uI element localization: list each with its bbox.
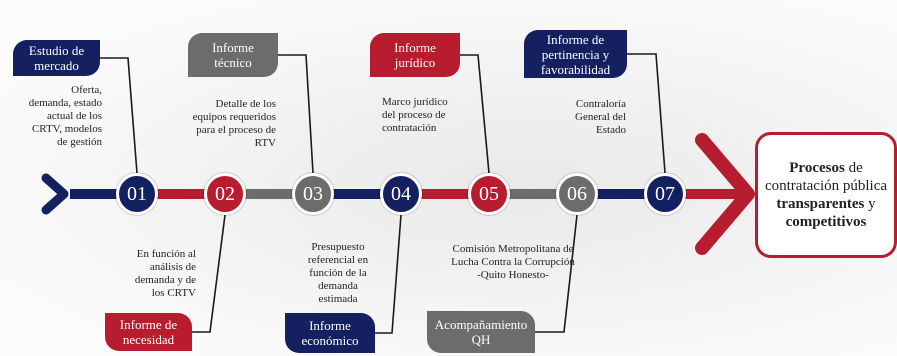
step-05-description: Marco jurídico del proceso de contrataci…	[382, 96, 448, 134]
step-04-label: Informe económico	[285, 313, 375, 353]
step-05-node: 05	[468, 173, 510, 215]
connector-06	[535, 214, 578, 333]
step-07-description: Contraloría General del Estado	[575, 98, 626, 136]
step-06-description: Comisión Metropolitana de Lucha Contra l…	[451, 243, 575, 281]
step-03-description: Detalle de los equipos requeridos para e…	[192, 98, 276, 149]
step-01-node: 01	[116, 173, 158, 215]
connector-04	[375, 214, 402, 334]
step-02-node: 02	[204, 173, 246, 215]
step-02-description: En función al análisis de demanda y de l…	[134, 248, 196, 299]
step-05-label: Informe jurídico	[370, 33, 460, 77]
final-text-1: de contratación pública	[764, 160, 888, 194]
end-arrow-icon	[695, 133, 755, 255]
final-bold-1: Procesos	[789, 160, 845, 176]
connector-02	[192, 214, 226, 333]
step-06-node: 06	[556, 173, 598, 215]
connector-05	[460, 54, 490, 174]
connector-03	[278, 54, 314, 174]
step-07-node: 07	[644, 173, 686, 215]
final-bold-3: competitivos	[785, 214, 867, 230]
step-06-label: Acompañamiento QH	[427, 311, 535, 353]
step-04-description: Presupuesto referencial en función de la…	[307, 241, 369, 305]
step-03-node: 03	[292, 173, 334, 215]
step-02-label: Informe de necesidad	[105, 313, 192, 351]
start-chevron-icon	[41, 173, 69, 215]
final-outcome-box: Procesos de contratación pública transpa…	[755, 132, 897, 258]
connector-lines	[100, 53, 666, 334]
step-03-label: Informe técnico	[188, 33, 278, 77]
step-01-description: Oferta, demanda, estado actual de los CR…	[28, 84, 102, 148]
step-01-label: Estudio de mercado	[13, 40, 100, 76]
connector-01	[100, 57, 138, 174]
final-bold-2: transparentes	[776, 196, 865, 212]
step-04-node: 04	[380, 173, 422, 215]
step-07-label: Informe de pertinencia y favorabilidad	[524, 30, 627, 78]
final-text-2: y	[864, 196, 876, 212]
connector-07	[627, 53, 666, 174]
